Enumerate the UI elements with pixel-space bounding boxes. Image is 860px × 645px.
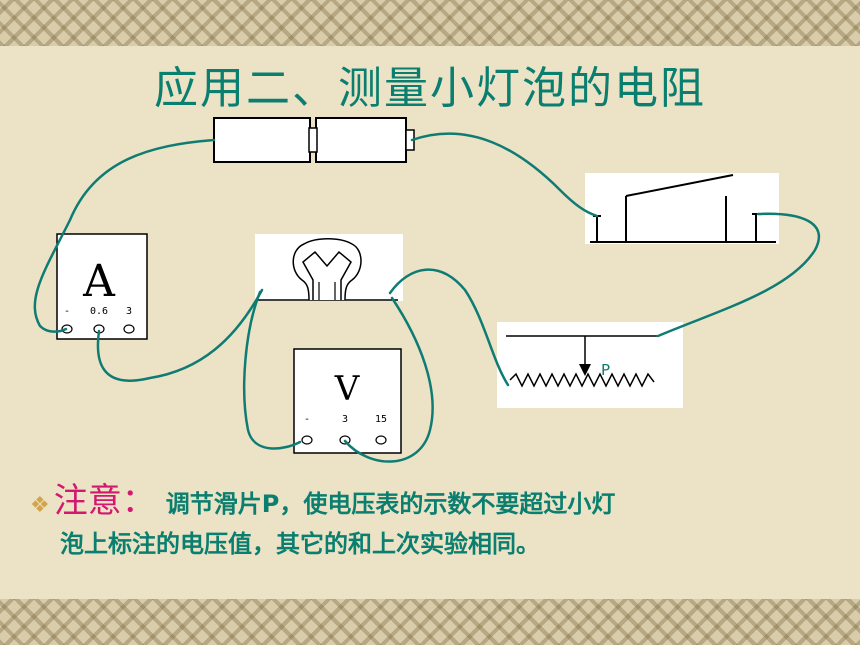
battery <box>213 117 415 163</box>
note-line-2: 泡上标注的电压值，其它的和上次实验相同。 <box>60 530 540 558</box>
wire-battery-to-ammeter <box>33 138 216 333</box>
decorative-border-top <box>0 0 860 46</box>
wire-voltmeter-to-bulb <box>343 296 434 463</box>
bulb <box>255 234 403 301</box>
slider-label: P <box>601 361 610 379</box>
switch <box>585 173 779 244</box>
wire-battery-to-switch <box>410 132 599 218</box>
wire-ammeter-to-bulb <box>96 288 264 382</box>
wire-switch-to-rheostat <box>656 212 821 338</box>
note-text: ❖注意： 调节滑片P，使电压表的示数不要超过小灯 泡上标注的电压值，其它的和上次实… <box>30 482 830 563</box>
ammeter-terminal-label: 0.6 <box>90 306 108 317</box>
ammeter-terminal-label: - <box>64 306 70 317</box>
voltmeter-symbol: V <box>334 369 361 409</box>
connecting-wires <box>33 132 821 463</box>
wire-bulb-to-voltmeter <box>242 290 302 450</box>
voltmeter-terminal-label: - <box>304 414 310 425</box>
bullet-icon: ❖ <box>30 493 50 518</box>
decorative-border-bottom <box>0 599 860 645</box>
ammeter: A - 0.6 3 <box>56 233 148 340</box>
wire-bulb-to-rheostat <box>388 268 510 387</box>
note-lead: 注意： <box>53 481 156 521</box>
ammeter-symbol: A <box>82 256 116 307</box>
ammeter-terminal-label: 3 <box>126 306 132 317</box>
voltmeter-terminal-label: 15 <box>375 414 387 425</box>
slide-title: 应用二、测量小灯泡的电阻 <box>154 63 706 114</box>
rheostat: P <box>497 322 683 408</box>
note-line-1: 调节滑片P，使电压表的示数不要超过小灯 <box>165 490 616 518</box>
voltmeter: V - 3 15 <box>293 348 402 454</box>
voltmeter-terminal-label: 3 <box>342 414 348 425</box>
